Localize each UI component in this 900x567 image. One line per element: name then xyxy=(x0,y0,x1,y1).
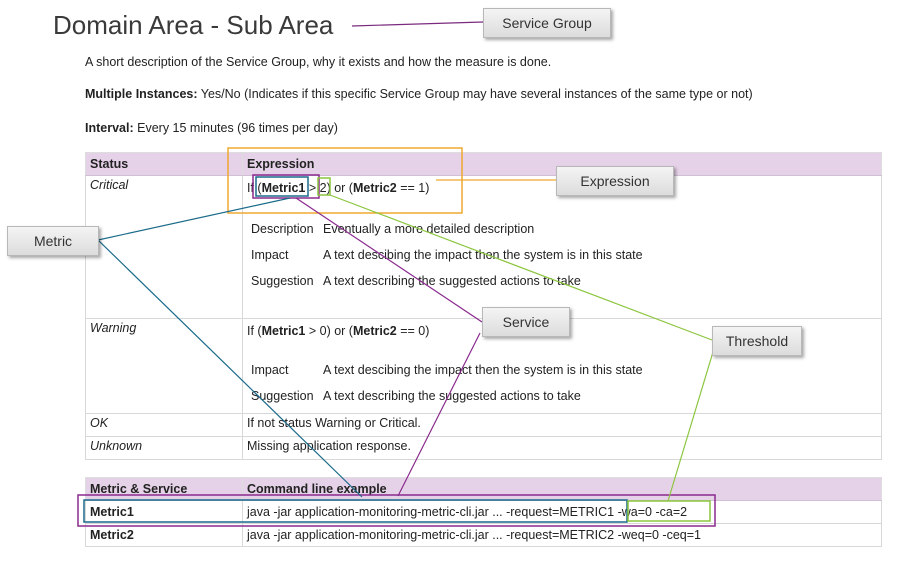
critical-threshold: 2 xyxy=(319,181,327,195)
ok-expression: If not status Warning or Critical. xyxy=(242,413,882,437)
unknown-expression: Missing application response. xyxy=(242,436,882,460)
critical-impact: Impact A text descibing the impact then t… xyxy=(247,242,877,268)
ok-row: OK If not status Warning or Critical. xyxy=(85,413,882,437)
critical-suggestion: Suggestion A text describing the suggeste… xyxy=(247,268,877,294)
unknown-row: Unknown Missing application response. xyxy=(85,436,882,460)
expr-text: ) or ( xyxy=(326,181,353,195)
detail-value: A text descibing the impact then the sys… xyxy=(323,363,643,377)
warning-suggestion: Suggestion A text describing the suggeste… xyxy=(247,383,877,409)
callout-service-group: Service Group xyxy=(483,8,611,38)
expr-text: > xyxy=(305,181,320,195)
cmd-text: java -jar application-monitoring-metric-… xyxy=(247,505,615,519)
expr-text: == 1) xyxy=(396,181,430,195)
expr-text: == 0) xyxy=(396,324,430,338)
status-unknown: Unknown xyxy=(85,436,243,460)
critical-metric2: Metric2 xyxy=(352,181,397,195)
status-table-header: Status Expression xyxy=(85,152,882,176)
cmd-metric1-command: java -jar application-monitoring-metric-… xyxy=(242,500,882,524)
warning-metric2: Metric2 xyxy=(352,324,397,338)
critical-row: Critical If (Metric1 > 2) or (Metric2 ==… xyxy=(85,175,882,319)
detail-key: Suggestion xyxy=(251,274,314,288)
status-critical: Critical xyxy=(85,175,243,319)
warning-impact: Impact A text descibing the impact then t… xyxy=(247,357,877,383)
status-warning: Warning xyxy=(85,318,243,414)
service-group-description: A short description of the Service Group… xyxy=(85,55,552,69)
critical-expression-cell: If (Metric1 > 2) or (Metric2 == 1) Descr… xyxy=(242,175,882,319)
detail-value: A text descibing the impact then the sys… xyxy=(323,248,643,262)
detail-key: Impact xyxy=(251,248,289,262)
detail-value: A text describing the suggested actions … xyxy=(323,274,581,288)
cmd-thresholds: -wa=0 -ca=2 xyxy=(614,505,688,519)
command-row-metric1: Metric1 java -jar application-monitoring… xyxy=(85,500,882,524)
status-header: Status xyxy=(85,152,243,176)
cmd-metric1: Metric1 xyxy=(85,500,243,524)
detail-key: Impact xyxy=(251,363,289,377)
command-line-header: Command line example xyxy=(242,477,882,501)
expr-text: If ( xyxy=(247,324,262,338)
status-table: Status Expression Critical If (Metric1 >… xyxy=(85,152,882,460)
interval-row: Interval: Every 15 minutes (96 times per… xyxy=(85,121,338,135)
expr-text: If ( xyxy=(247,181,262,195)
multiple-instances-value: Yes/No (Indicates if this specific Servi… xyxy=(200,87,753,101)
critical-metric1: Metric1 xyxy=(261,181,306,195)
callout-threshold: Threshold xyxy=(712,326,802,356)
expr-text: > 0) or ( xyxy=(305,324,353,338)
command-row-metric2: Metric2 java -jar application-monitoring… xyxy=(85,523,882,547)
page-title: Domain Area - Sub Area xyxy=(53,10,334,40)
interval-value: Every 15 minutes (96 times per day) xyxy=(137,121,338,135)
callout-service: Service xyxy=(482,307,570,337)
service-group-connector xyxy=(351,21,484,27)
cmd-metric2: Metric2 xyxy=(85,523,243,547)
callout-expression: Expression xyxy=(556,166,674,196)
multiple-instances-row: Multiple Instances: Yes/No (Indicates if… xyxy=(85,87,753,101)
command-table-header: Metric & Service Command line example xyxy=(85,477,882,501)
command-table: Metric & Service Command line example Me… xyxy=(85,477,882,547)
status-ok: OK xyxy=(85,413,243,437)
metric-service-header: Metric & Service xyxy=(85,477,243,501)
interval-label: Interval: xyxy=(85,121,134,135)
multiple-instances-label: Multiple Instances: xyxy=(85,87,198,101)
detail-value: A text describing the suggested actions … xyxy=(323,389,581,403)
warning-metric1: Metric1 xyxy=(261,324,306,338)
callout-metric: Metric xyxy=(7,226,99,256)
detail-key: Suggestion xyxy=(251,389,314,403)
detail-key: Description xyxy=(251,222,314,236)
cmd-metric2-command: java -jar application-monitoring-metric-… xyxy=(242,523,882,547)
critical-description: Description Eventually a more detailed de… xyxy=(247,216,877,242)
detail-value: Eventually a more detailed description xyxy=(323,222,535,236)
